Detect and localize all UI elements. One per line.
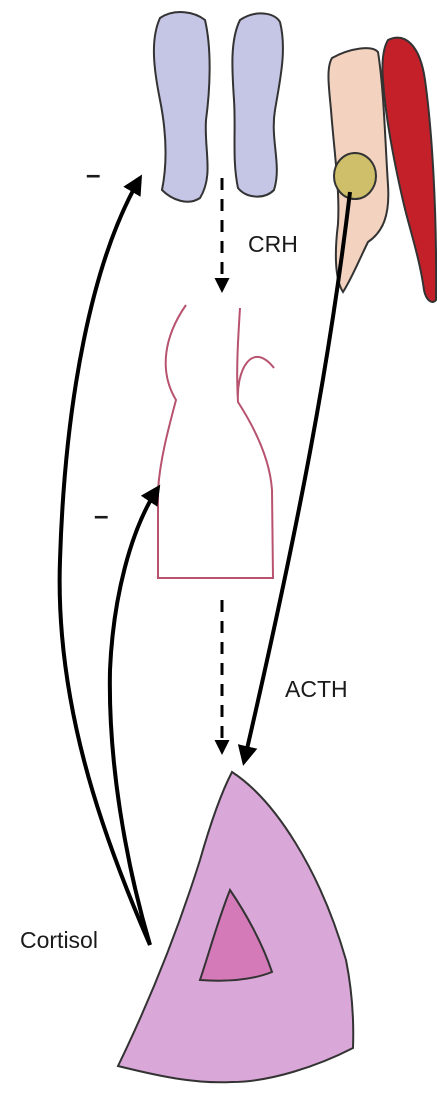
pituitary-negative-feedback-sign: – [94, 500, 108, 530]
pituitary [158, 305, 274, 578]
cortisol-feedback-to-pituitary-arrow [110, 488, 158, 945]
hypothalamus [154, 12, 283, 202]
cortisol-label: Cortisol [20, 927, 98, 953]
hypothalamus-negative-feedback-sign: – [86, 159, 100, 189]
pituitary-cell [328, 38, 436, 302]
crh-label: CRH [248, 231, 298, 257]
acth-label: ACTH [285, 676, 348, 702]
blood-vessel [382, 38, 436, 302]
pituitary-outline [158, 305, 274, 578]
cortisol-feedback-to-hypothalamus-arrow [60, 178, 150, 945]
cell-nucleus [334, 153, 376, 199]
adrenal-gland [118, 772, 353, 1082]
hypothalamus-left-lobe [154, 12, 210, 202]
hypothalamus-right-lobe [232, 13, 283, 196]
